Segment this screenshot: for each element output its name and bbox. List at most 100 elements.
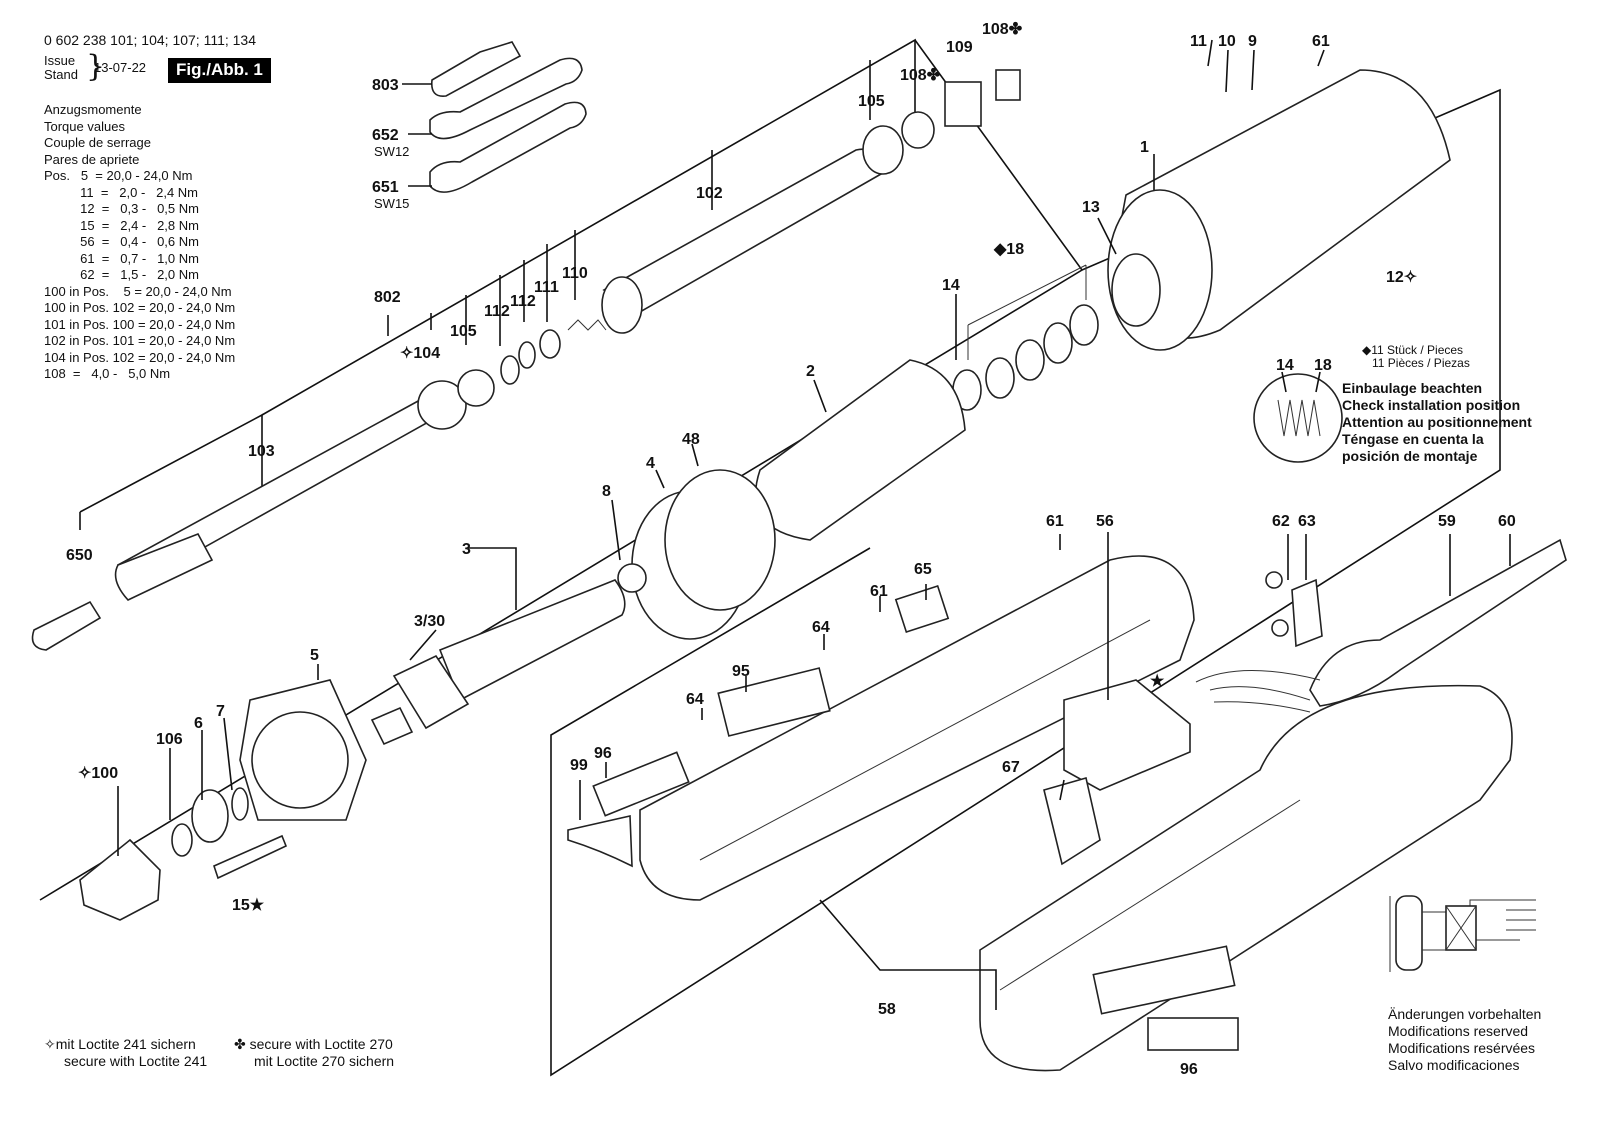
install-note-line: Einbaulage beachten <box>1342 380 1483 396</box>
switch-56 <box>1043 679 1191 866</box>
labels-96-99 <box>567 751 1239 1051</box>
modifications-note: Änderungen vorbehalten Modifications res… <box>1388 1006 1541 1074</box>
label-7: 7 <box>216 703 225 720</box>
collet-803 <box>430 41 522 97</box>
pieces-note-line: 11 Pièces / Piezas <box>1372 356 1470 370</box>
label-104: ✧104 <box>400 345 440 362</box>
issue-stand-labels: Issue Stand <box>44 54 78 82</box>
label-9: 9 <box>1248 33 1257 50</box>
label-652: 652 <box>372 127 399 144</box>
label-1: 1 <box>1140 139 1149 156</box>
label-111: 111 <box>534 279 559 296</box>
label-6: 6 <box>194 715 203 732</box>
label-105a: 105 <box>450 323 477 340</box>
torque-row: 101 in Pos. 100 = 20,0 - 24,0 Nm <box>44 316 236 332</box>
label-60: 60 <box>1498 513 1516 530</box>
modifications-line: Salvo modificaciones <box>1388 1057 1520 1073</box>
footnote-line: mit Loctite 270 sichern <box>254 1053 395 1069</box>
pieces-note-line: ◆11 Stück / Pieces <box>1362 343 1464 357</box>
label-8: 8 <box>602 483 611 500</box>
flange-5 <box>239 679 367 821</box>
label-64a: 64 <box>812 619 830 636</box>
torque-title-de: Anzugsmomente <box>44 102 142 117</box>
issue-label: Issue <box>44 53 76 68</box>
install-inset <box>1253 373 1343 463</box>
label-58: 58 <box>878 1001 896 1018</box>
wrench-652 <box>429 57 583 140</box>
brush-rings-18 <box>952 264 1099 411</box>
small-rings <box>500 319 607 385</box>
label-96a: 96 <box>594 745 612 762</box>
label-650: 650 <box>66 547 93 564</box>
install-note-line: Check installation position <box>1342 397 1521 413</box>
torque-title-es: Pares de apriete <box>44 151 140 167</box>
label-14b: 14 <box>1276 357 1294 374</box>
install-note-line: posición de montaje <box>1342 448 1478 464</box>
label-12: 12✧ <box>1386 269 1417 286</box>
label-3: 3 <box>462 541 471 558</box>
label-102: 102 <box>696 185 723 202</box>
handle-lower-half <box>979 684 1513 1072</box>
label-651: 651 <box>372 179 399 196</box>
label-14: 14 <box>942 277 960 294</box>
label-108b: 108✤ <box>982 21 1023 38</box>
label-112a: 112 <box>484 303 510 320</box>
torque-row: 62 = 1,5 - 2,0 Nm <box>44 267 199 282</box>
collet-650 <box>31 600 102 651</box>
label-63: 63 <box>1298 513 1316 530</box>
torque-row: 108 = 4,0 - 5,0 Nm <box>44 366 171 381</box>
torque-title-en: Torque values <box>44 118 125 134</box>
label-18b: 18 <box>1314 357 1332 374</box>
label-56: 56 <box>1096 513 1114 530</box>
figure-badge: Fig./Abb. 1 <box>168 58 271 83</box>
clip-62-63 <box>1265 571 1323 648</box>
label-5: 5 <box>310 647 319 664</box>
label-sw15: SW15 <box>374 196 409 211</box>
label-110: 110 <box>562 265 588 282</box>
torque-row: 56 = 0,4 - 0,6 Nm <box>44 234 199 249</box>
install-note-line: Téngase en cuenta la <box>1342 431 1484 447</box>
modifications-line: Änderungen vorbehalten <box>1388 1006 1542 1022</box>
torque-title-fr: Couple de serrage <box>44 135 151 150</box>
label-99: 99 <box>570 757 588 774</box>
label-67: 67 <box>1002 759 1020 776</box>
footnote-loctite-270: ✤ secure with Loctite 270 mit Loctite 27… <box>234 1036 394 1070</box>
label-10: 10 <box>1218 33 1236 50</box>
label-13: 13 <box>1082 199 1100 216</box>
label-109: 109 <box>946 39 973 56</box>
label-18: ◆18 <box>993 241 1024 258</box>
label-65: 65 <box>914 561 932 578</box>
handle-upper-half <box>639 555 1195 901</box>
label-112b: 112 <box>510 293 536 310</box>
wrench-651 <box>429 101 587 193</box>
label-sw12: SW12 <box>374 144 409 159</box>
label-61a: 61 <box>1312 33 1330 50</box>
label-803: 803 <box>372 77 399 94</box>
label-802: 802 <box>374 289 401 306</box>
housing-4 <box>631 469 776 640</box>
label-62: 62 <box>1272 513 1290 530</box>
modifications-line: Modifications resérvées <box>1388 1040 1536 1056</box>
front-parts <box>79 787 288 921</box>
leader-lines <box>117 39 1511 1010</box>
footnote-line: ✧mit Loctite 241 sichern <box>44 1036 196 1052</box>
spindle-103 <box>114 369 495 601</box>
torque-row: 100 in Pos. 5 = 20,0 - 24,0 Nm <box>44 283 232 299</box>
install-note-line: Attention au positionnement <box>1342 414 1532 430</box>
label-61c: 61 <box>870 583 888 600</box>
footnote-line: secure with Loctite 241 <box>64 1053 208 1069</box>
label-2: 2 <box>806 363 815 380</box>
bearing-105-109-108 <box>901 69 1021 149</box>
label-61b: 61 <box>1046 513 1064 530</box>
install-note: Einbaulage beachten Check installation p… <box>1342 380 1532 465</box>
tube-102 <box>601 125 904 334</box>
label-108a: 108✤ <box>900 67 941 84</box>
torque-row: 102 in Pos. 101 = 20,0 - 24,0 Nm <box>44 333 236 348</box>
label-103: 103 <box>248 443 275 460</box>
label-64b: 64 <box>686 691 704 708</box>
stand-label: Stand <box>44 67 78 82</box>
motor-housing-1 <box>1107 69 1451 351</box>
torque-row: 61 = 0,7 - 1,0 Nm <box>44 250 199 266</box>
armature-3 <box>370 563 647 746</box>
